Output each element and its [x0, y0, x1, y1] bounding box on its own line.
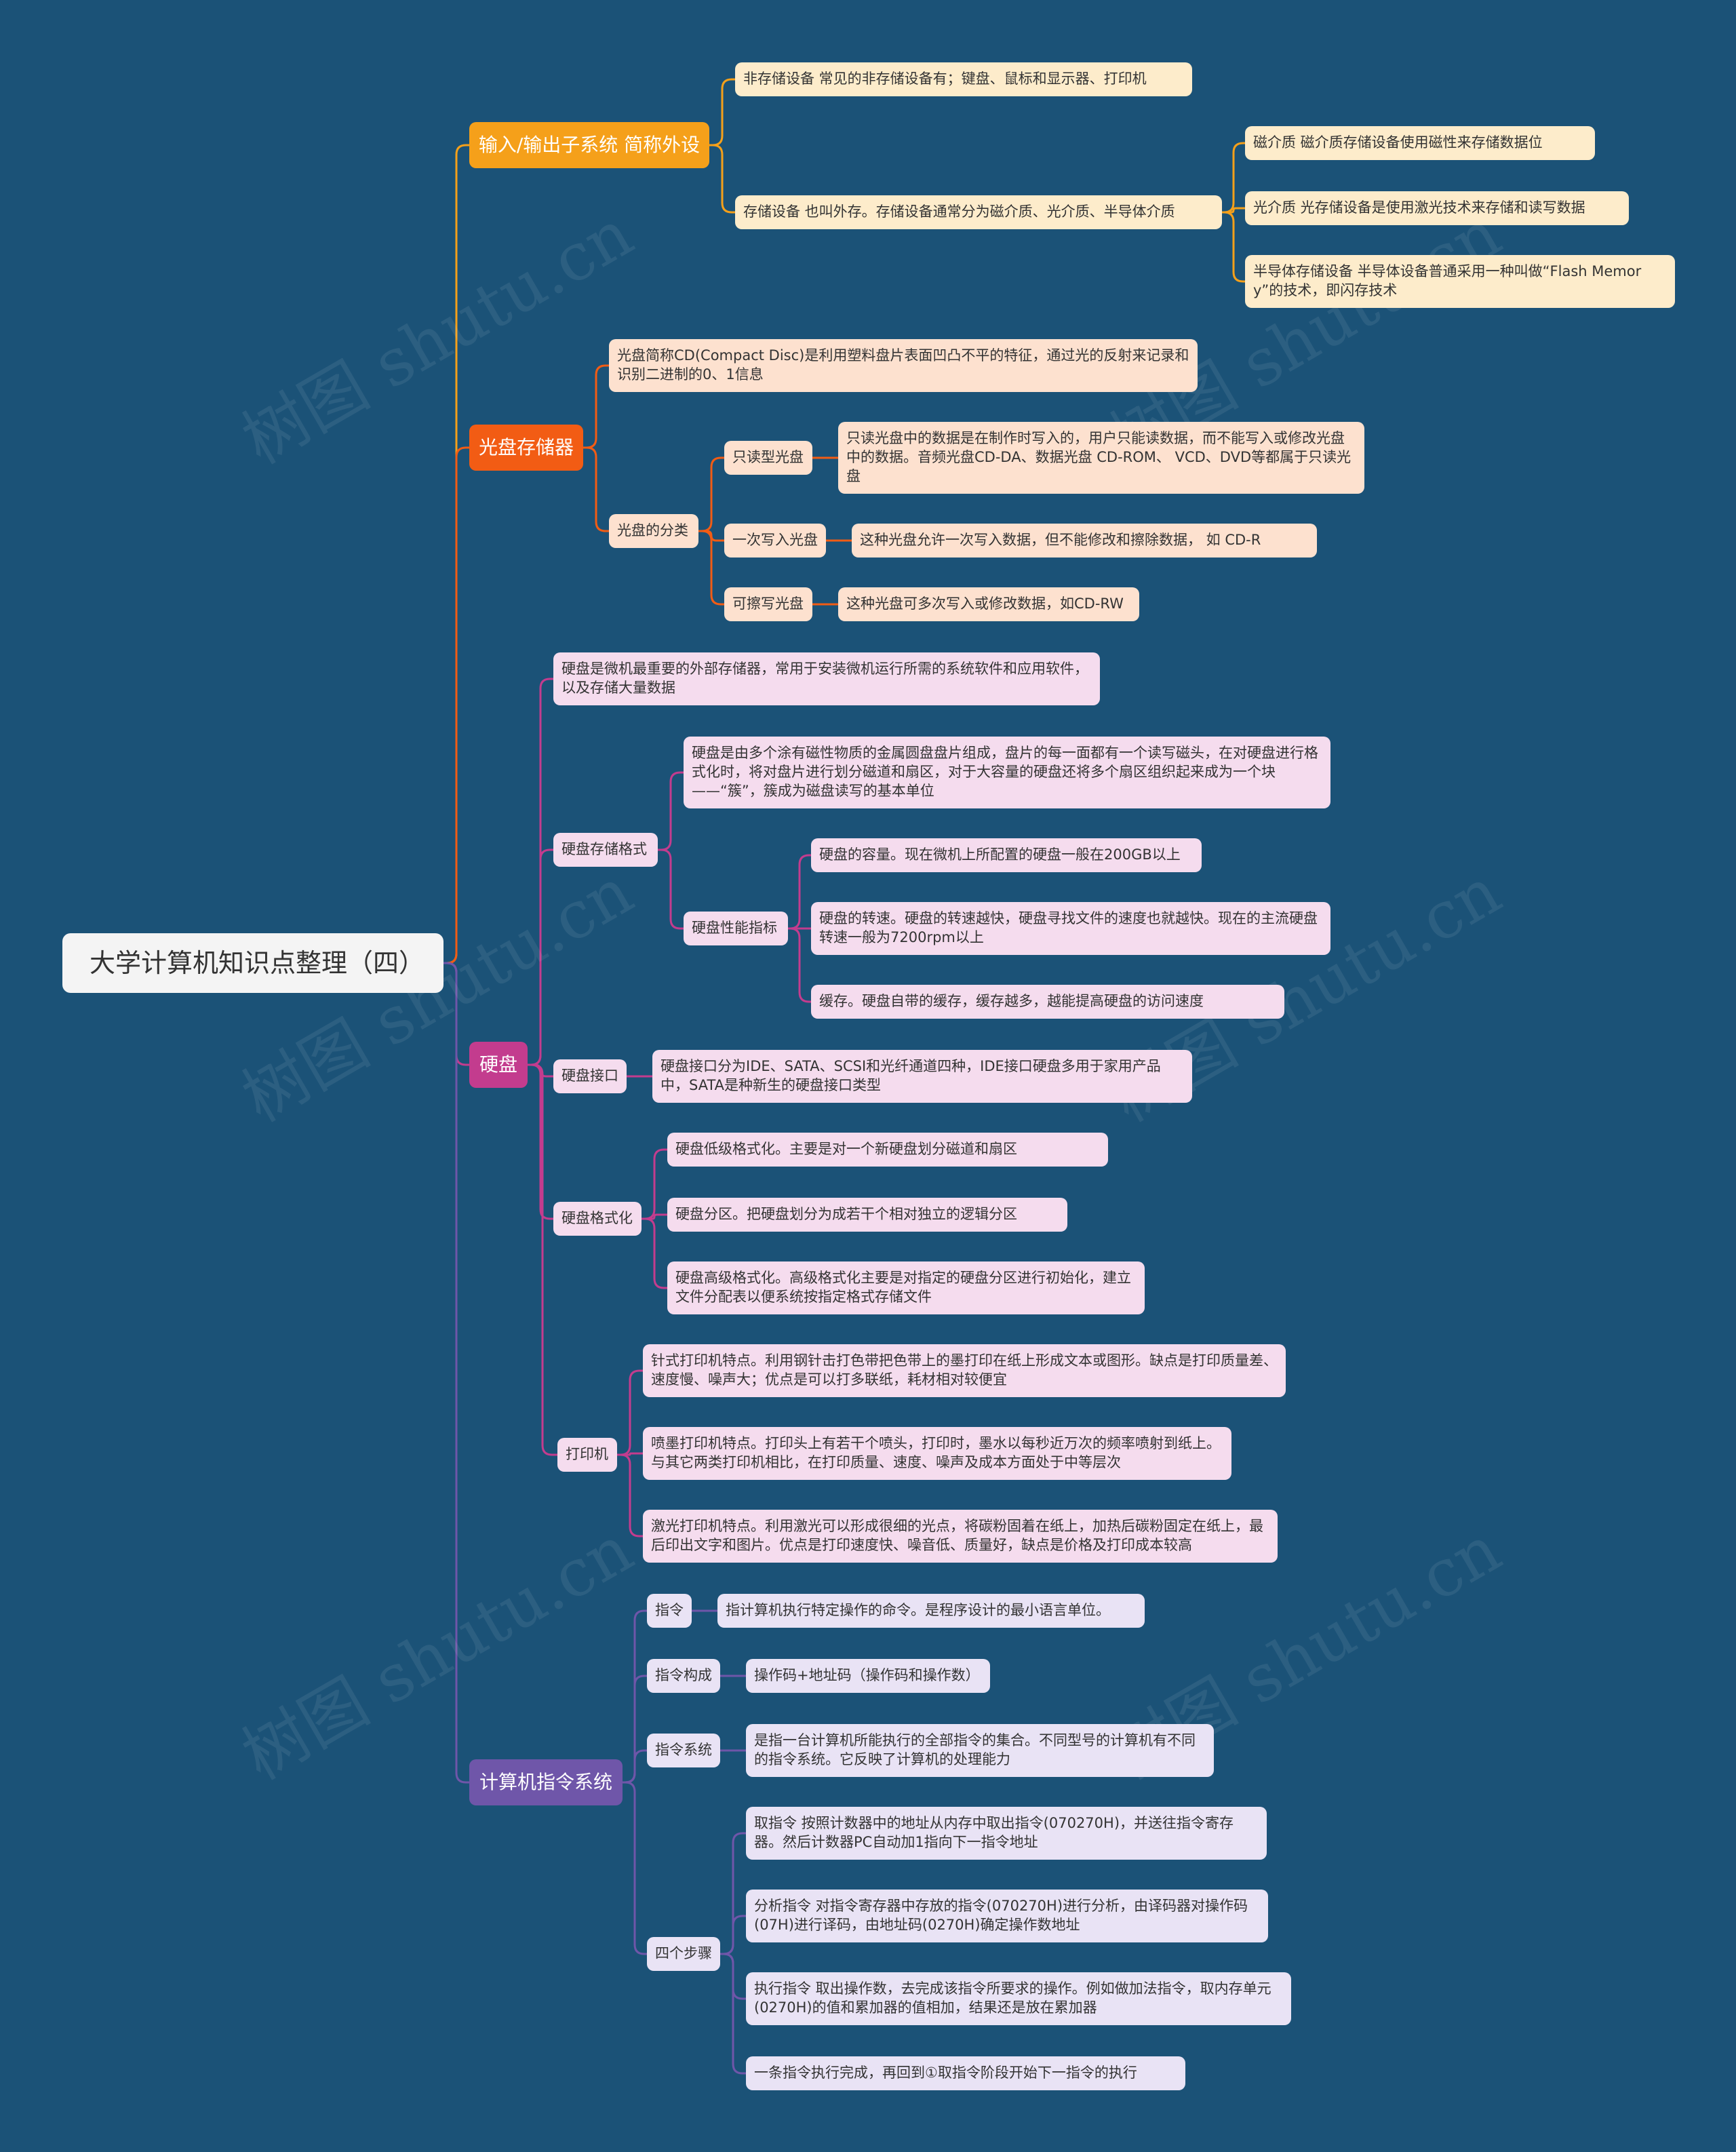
connector-line [623, 1749, 647, 1784]
connector-line [642, 1217, 667, 1289]
hd-interface-desc[interactable]: 硬盘接口分为IDE、SATA、SCSI和光纤通道四种，IDE接口硬盘多用于家用产… [652, 1050, 1192, 1103]
connector-line [1222, 207, 1245, 214]
printer-laser[interactable]: 激光打印机特点。利用激光可以形成很细的光点，将碳粉固着在纸上，加热后碳粉固定在纸… [643, 1510, 1278, 1563]
cd-write-once-desc[interactable]: 这种光盘允许一次写入数据，但不能修改和擦除数据， 如 CD-R [852, 524, 1317, 557]
cd-rewritable-desc[interactable]: 这种光盘可多次写入或修改数据，如CD-RW [838, 587, 1139, 621]
connector-line [788, 927, 811, 1003]
connector-line [658, 848, 684, 930]
connector-line [617, 1369, 643, 1456]
hd-formatting[interactable]: 硬盘格式化 [553, 1202, 642, 1236]
connector-line [1222, 211, 1245, 283]
io-storage[interactable]: 存储设备 也叫外存。存储设备通常分为磁介质、光介质、半导体介质 [735, 195, 1222, 229]
connector-line [709, 78, 735, 146]
connector-line [658, 771, 684, 851]
connector-line [698, 530, 724, 606]
branch-optical-storage[interactable]: 光盘存储器 [469, 425, 583, 471]
hd-perf-capacity[interactable]: 硬盘的容量。现在微机上所配置的硬盘一般在200GB以上 [811, 838, 1202, 872]
branch-instruction-system[interactable]: 计算机指令系统 [469, 1759, 623, 1805]
connector-line [617, 1452, 643, 1456]
io-semiconductor[interactable]: 半导体存储设备 半导体设备普通采用一种叫做“Flash Memory”的技术，即… [1245, 255, 1675, 308]
ins-step-loop[interactable]: 一条指令执行完成，再回到①取指令阶段开始下一指令的执行 [746, 2056, 1185, 2090]
hd-perf-speed[interactable]: 硬盘的转速。硬盘的转速越快，硬盘寻找文件的速度也就越快。现在的主流硬盘转速一般为… [811, 902, 1330, 955]
ins-system[interactable]: 指令系统 [647, 1734, 720, 1767]
connector-line [709, 144, 735, 214]
printer-inkjet[interactable]: 喷墨打印机特点。打印头上有若干个喷头，打印时，墨水以每秒近万次的频率喷射到纸上。… [643, 1427, 1231, 1480]
connector-line [528, 848, 553, 1066]
root-topic[interactable]: 大学计算机知识点整理（四） [62, 933, 443, 993]
connector-line [528, 1063, 553, 1220]
cd-rewritable[interactable]: 可擦写光盘 [724, 587, 812, 621]
cd-read-only-desc[interactable]: 只读光盘中的数据是在制作时写入的，用户只能读数据，而不能写入或修改光盘中的数据。… [838, 422, 1364, 494]
connector-line [1222, 142, 1245, 214]
ins-composition[interactable]: 指令构成 [647, 1659, 720, 1693]
hd-low-level-format[interactable]: 硬盘低级格式化。主要是对一个新硬盘划分磁道和扇区 [667, 1133, 1108, 1167]
ins-step-decode[interactable]: 分析指令 对指令寄存器中存放的指令(070270H)进行分析，由译码器对操作码(… [746, 1890, 1268, 1942]
hd-definition[interactable]: 硬盘是微机最重要的外部存储器，常用于安装微机运行所需的系统软件和应用软件，以及存… [553, 652, 1100, 705]
connector-line [443, 446, 469, 964]
cd-definition[interactable]: 光盘简称CD(Compact Disc)是利用塑料盘片表面凹凸不平的特征，通过光… [609, 339, 1198, 392]
hd-interface[interactable]: 硬盘接口 [553, 1059, 627, 1093]
io-non-storage[interactable]: 非存储设备 常见的非存储设备有；键盘、鼠标和显示器、打印机 [735, 62, 1192, 96]
ins-step-execute[interactable]: 执行指令 取出操作数，去完成该指令所要求的操作。例如做加法指令，取内存单元(02… [746, 1972, 1291, 2025]
connector-line [583, 446, 609, 532]
ins-instruction-desc[interactable]: 指计算机执行特定操作的命令。是程序设计的最小语言单位。 [717, 1594, 1145, 1628]
ins-system-desc[interactable]: 是指一台计算机所能执行的全部指令的集合。不同型号的计算机有不同的指令系统。它反映… [746, 1724, 1214, 1777]
connector-line [788, 854, 811, 930]
cd-read-only[interactable]: 只读型光盘 [724, 441, 812, 475]
connector-line [583, 364, 609, 449]
printer[interactable]: 打印机 [557, 1438, 617, 1472]
connector-line [642, 1213, 667, 1220]
connector-line [443, 962, 469, 1784]
connector-line [642, 1148, 667, 1220]
hd-partition[interactable]: 硬盘分区。把硬盘划分为成若干个相对独立的逻辑分区 [667, 1198, 1067, 1232]
branch-io-subsystem[interactable]: 输入/输出子系统 简称外设 [469, 122, 709, 168]
ins-four-steps[interactable]: 四个步骤 [647, 1937, 720, 1971]
hd-high-level-format[interactable]: 硬盘高级格式化。高级格式化主要是对指定的硬盘分区进行初始化，建立文件分配表以便系… [667, 1261, 1145, 1314]
cd-write-once[interactable]: 一次写入光盘 [724, 524, 826, 557]
ins-composition-desc[interactable]: 操作码+地址码（操作码和操作数） [746, 1659, 990, 1693]
hd-storage-format[interactable]: 硬盘存储格式 [553, 833, 658, 867]
connector-line [720, 1915, 746, 1955]
io-magnetic[interactable]: 磁介质 磁介质存储设备使用磁性来存储数据位 [1245, 126, 1595, 160]
io-optical[interactable]: 光介质 光存储设备是使用激光技术来存储和读写数据 [1245, 191, 1629, 225]
ins-step-fetch[interactable]: 取指令 按照计数器中的地址从内存中取出指令(070270H)，并送往指令寄存器。… [746, 1807, 1267, 1860]
ins-instruction[interactable]: 指令 [647, 1594, 692, 1628]
connector-line [528, 1063, 557, 1456]
connector-line [617, 1453, 643, 1538]
hd-performance[interactable]: 硬盘性能指标 [684, 912, 788, 945]
connector-line [720, 1953, 746, 2075]
printer-dot-matrix[interactable]: 针式打印机特点。利用钢针击打色带把色带上的墨打印在纸上形成文本或图形。缺点是打印… [643, 1344, 1286, 1397]
connector-line [623, 1781, 647, 1955]
branch-hard-disk[interactable]: 硬盘 [469, 1042, 528, 1088]
connector-line [698, 456, 724, 532]
hd-perf-cache[interactable]: 缓存。硬盘自带的缓存，缓存越多，越能提高硬盘的访问速度 [811, 985, 1284, 1019]
cd-classification[interactable]: 光盘的分类 [609, 514, 698, 548]
hd-storage-format-desc[interactable]: 硬盘是由多个涂有磁性物质的金属圆盘盘片组成，盘片的每一面都有一个读写磁头，在对硬… [684, 737, 1330, 808]
